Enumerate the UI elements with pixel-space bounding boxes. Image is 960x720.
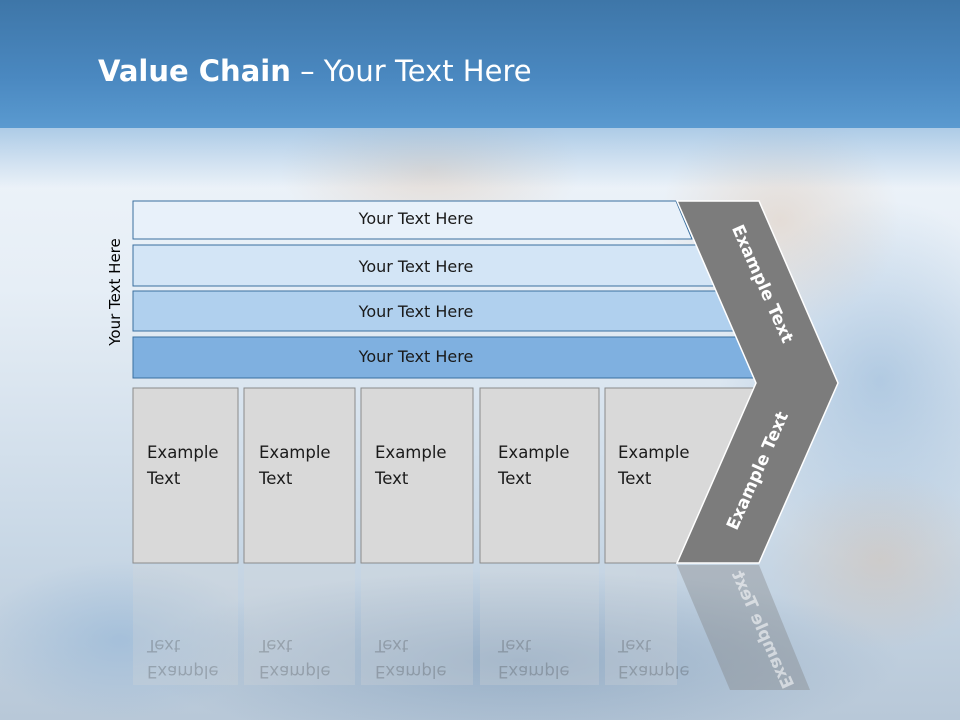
box-text-4-reflection-line2: Text <box>498 636 532 655</box>
box-text-2-line2: Text <box>259 469 293 488</box>
box-text-1-reflection-line2: Text <box>147 636 181 655</box>
title-bar-fade <box>0 128 960 188</box>
box-text-4-line1: Example <box>498 443 570 462</box>
row-label-3: Your Text Here <box>358 302 474 321</box>
box-reflections <box>133 565 677 685</box>
chevron-arrow <box>675 200 839 564</box>
box-text-2-reflection-line2: Text <box>259 636 293 655</box>
title-bold: Value Chain <box>98 54 291 88</box>
chevron-reflection <box>677 565 810 690</box>
row-label-1: Your Text Here <box>358 209 474 228</box>
box-text-5-reflection: Example Text <box>618 632 690 684</box>
box-text-3-line1: Example <box>375 443 447 462</box>
box-text-5-line2: Text <box>618 469 652 488</box>
box-text-2-reflection: Example Text <box>259 632 331 684</box>
box-text-3-line2: Text <box>375 469 409 488</box>
box-text-5-reflection-line1: Example <box>618 662 690 681</box>
title-bar <box>0 0 960 128</box>
box-text-1-line1: Example <box>147 443 219 462</box>
box-text-1-reflection-line1: Example <box>147 662 219 681</box>
slide-title: Value Chain – Your Text Here <box>98 54 532 88</box>
box-text-4-reflection: Example Text <box>498 632 570 684</box>
box-text-5-line1: Example <box>618 443 690 462</box>
box-text-2-reflection-line1: Example <box>259 662 331 681</box>
row-label-4: Your Text Here <box>358 347 474 366</box>
box-text-5-reflection-line2: Text <box>618 636 652 655</box>
activity-box-3 <box>360 387 474 564</box>
box-text-3-reflection: Example Text <box>375 632 447 684</box>
box-text-4-line2: Text <box>498 469 532 488</box>
activity-box-1 <box>132 387 239 564</box>
activity-box-2 <box>243 387 356 564</box>
box-text-1-reflection: Example Text <box>147 632 219 684</box>
row-bar-1 <box>132 200 693 240</box>
box-text-4-reflection-line1: Example <box>498 662 570 681</box>
box-text-3-reflection-line1: Example <box>375 662 447 681</box>
title-rest: – Your Text Here <box>290 54 532 88</box>
row-label-2: Your Text Here <box>358 257 474 276</box>
box-text-1-line2: Text <box>147 469 181 488</box>
activity-box-4 <box>479 387 600 564</box>
box-text-2-line1: Example <box>259 443 331 462</box>
box-text-3-reflection-line2: Text <box>375 636 409 655</box>
